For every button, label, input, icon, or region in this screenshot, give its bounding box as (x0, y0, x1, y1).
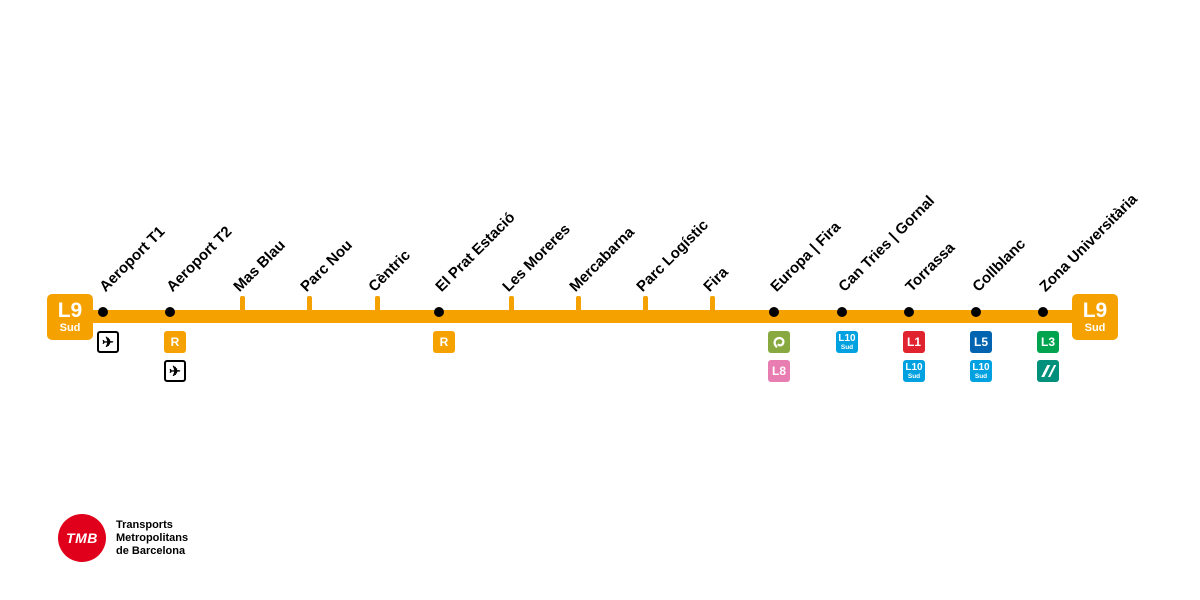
station-tick-fira (710, 296, 715, 312)
station-label-aeroport-t1: Aeroport T1 (96, 223, 169, 296)
fgc-icon (768, 331, 790, 353)
airport-icon: ✈ (164, 360, 186, 382)
line-badge-l8: L8 (768, 360, 790, 382)
station-tick-les-moreres (509, 296, 514, 312)
line-sub-label: Sud (59, 322, 81, 334)
station-label-c-ntric: Cèntric (365, 246, 414, 296)
station-marker-can-tries-gornal (837, 307, 847, 317)
station-label-mas-blau: Mas Blau (230, 236, 289, 296)
line-terminus-badge-left: L9 Sud (47, 294, 93, 340)
line-id-label: L9 (1082, 299, 1108, 322)
station-label-torrassa: Torrassa (902, 239, 959, 296)
tmb-logo-caption: Transports Metropolitans de Barcelona (116, 519, 188, 558)
station-marker-zona-universit-ria (1038, 307, 1048, 317)
logo-caption-line: Transports (116, 518, 173, 531)
station-label-aeroport-t2: Aeroport T2 (163, 223, 236, 296)
rodalies-badge: R (433, 331, 455, 353)
station-label-collblanc: Collblanc (969, 235, 1030, 296)
station-label-les-moreres: Les Moreres (499, 220, 574, 296)
line-terminus-badge-right: L9 Sud (1072, 294, 1118, 340)
tram-icon (1037, 360, 1059, 382)
station-label-europa-fira: Europa | Fira (767, 218, 845, 296)
station-marker-collblanc (971, 307, 981, 317)
station-marker-torrassa (904, 307, 914, 317)
station-tick-parc-nou (307, 296, 312, 312)
station-tick-parc-log-stic (643, 296, 648, 312)
station-label-parc-nou: Parc Nou (297, 236, 356, 296)
logo-caption-line: de Barcelona (116, 544, 186, 557)
station-tick-mercabarna (576, 296, 581, 312)
rodalies-badge: R (164, 331, 186, 353)
station-marker-aeroport-t2 (165, 307, 175, 317)
station-tick-mas-blau (240, 296, 245, 312)
tmb-logo-mark: TMB (58, 514, 106, 562)
line-badge-l3: L3 (1037, 331, 1059, 353)
station-tick-c-ntric (375, 296, 380, 312)
tmb-logo: TMB Transports Metropolitans de Barcelon… (58, 514, 188, 562)
metro-line-bar (70, 310, 1105, 323)
line-sub-label: Sud (1084, 322, 1106, 334)
logo-caption-line: Metropolitans (116, 531, 189, 544)
station-marker-europa-fira (769, 307, 779, 317)
line-badge-l5: L5 (970, 331, 992, 353)
line-badge-l1: L1 (903, 331, 925, 353)
station-marker-el-prat-estaci (434, 307, 444, 317)
line-id-label: L9 (57, 299, 83, 322)
station-label-fira: Fira (700, 263, 732, 296)
station-marker-aeroport-t1 (98, 307, 108, 317)
station-label-mercabarna: Mercabarna (566, 223, 638, 296)
airport-icon: ✈ (97, 331, 119, 353)
station-label-zona-universit-ria: Zona Universitària (1036, 190, 1141, 296)
